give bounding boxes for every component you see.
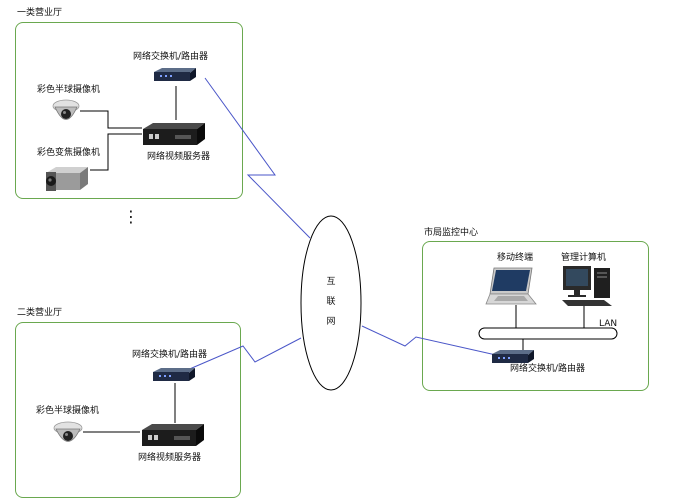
switch-icon xyxy=(151,367,196,387)
hall-ellipsis: ⋮ xyxy=(123,207,139,226)
hall2-title: 二类营业厅 xyxy=(17,308,63,318)
internet-cloud xyxy=(300,215,362,391)
internet-char-2: 联 xyxy=(326,297,336,307)
internet-char-1: 互 xyxy=(326,277,336,287)
hall2-box xyxy=(15,322,241,498)
video-server-icon xyxy=(140,422,205,452)
switch-icon xyxy=(490,349,535,369)
center-lan-label: LAN xyxy=(599,319,618,329)
hall2-server-label: 网络视频服务器 xyxy=(138,453,202,463)
hall1-dome-camera-label: 彩色半球摄像机 xyxy=(37,85,101,95)
center-switch-label: 网络交换机/路由器 xyxy=(510,364,586,374)
hall2-switch-label: 网络交换机/路由器 xyxy=(132,350,208,360)
hall1-switch-label: 网络交换机/路由器 xyxy=(133,52,209,62)
center-box xyxy=(422,241,649,391)
lan-bus xyxy=(478,327,618,340)
laptop-icon xyxy=(484,266,538,312)
center-mobile-label: 移动终端 xyxy=(497,253,534,263)
video-server-icon xyxy=(141,121,206,151)
center-title: 市局监控中心 xyxy=(424,228,479,238)
zoom-camera-icon xyxy=(44,164,90,196)
hall1-title: 一类营业厅 xyxy=(17,8,63,18)
center-computer-label: 管理计算机 xyxy=(561,253,607,263)
dome-camera-icon xyxy=(52,98,80,130)
desktop-computer-icon xyxy=(560,264,618,312)
hall1-zoom-camera-label: 彩色变焦摄像机 xyxy=(37,148,101,158)
hall2-dome-camera-label: 彩色半球摄像机 xyxy=(36,406,100,416)
switch-icon xyxy=(152,67,197,87)
internet-char-3: 网 xyxy=(326,317,336,327)
dome-camera-icon xyxy=(53,420,83,452)
hall1-server-label: 网络视频服务器 xyxy=(147,152,211,162)
